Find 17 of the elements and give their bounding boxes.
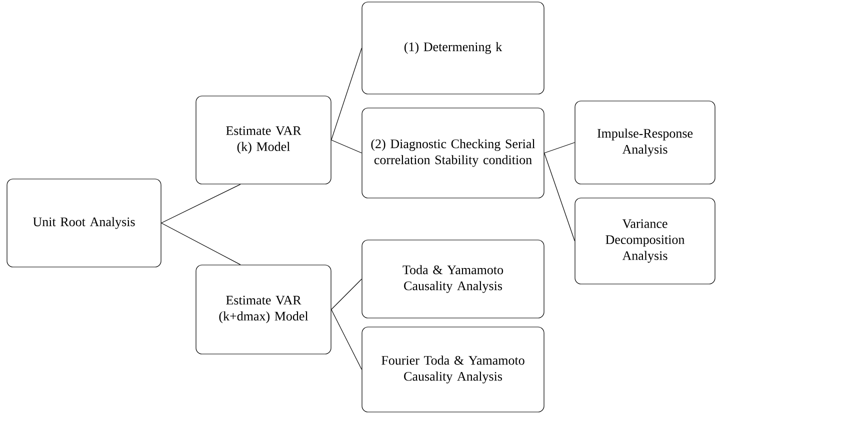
process-box: Toda & Yamamoto Causality Analysis	[362, 240, 544, 318]
connector-line	[331, 278, 362, 310]
connector-line	[331, 140, 362, 154]
process-box: Fourier Toda & Yamamoto Causality Analysis	[362, 326, 544, 412]
process-box: Estimate VAR (k) Model	[196, 96, 332, 184]
connector-line	[544, 152, 575, 242]
process-box: (1) Determening k	[362, 2, 544, 94]
process-box: Unit Root Analysis	[6, 178, 162, 268]
connector-line	[544, 142, 575, 154]
process-box: Impulse-Response Analysis	[574, 100, 716, 184]
process-box: (2) Diagnostic Checking Serial correlation Stability condition	[362, 108, 544, 198]
connector-line	[161, 184, 241, 224]
connector-line	[331, 309, 362, 370]
process-box: Variance Decomposition Analysis	[574, 198, 716, 284]
connector-line	[161, 222, 241, 265]
process-box: Estimate VAR (k+dmax) Model	[196, 264, 332, 354]
connector-line	[331, 48, 362, 140]
